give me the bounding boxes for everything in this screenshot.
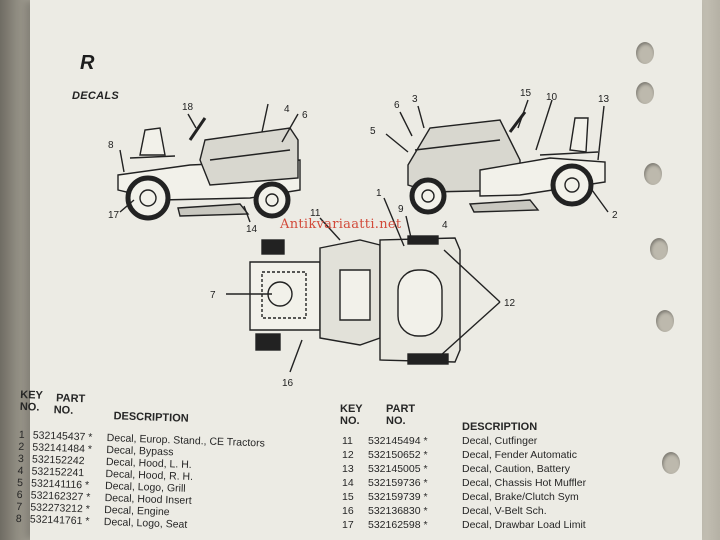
header-key-no: NO. <box>19 400 40 414</box>
callout-label: 6 <box>302 110 308 121</box>
section-letter: R <box>80 52 95 74</box>
key-cell: 16 <box>342 505 354 517</box>
key-cell: 17 <box>342 519 354 531</box>
header-key: KEY <box>340 403 363 415</box>
key-cell: 5 <box>16 476 24 490</box>
key-cell: 11 <box>342 435 353 447</box>
tractor-right-view <box>385 99 609 215</box>
part-cell: 532150652 * <box>368 449 428 461</box>
callout-label: 4 <box>284 104 290 115</box>
callout-label: 16 <box>282 378 294 389</box>
key-cell: 13 <box>342 463 354 475</box>
binder-hole <box>636 82 654 104</box>
part-cell: 532145005 * <box>368 463 428 475</box>
callout-label: 13 <box>598 94 610 105</box>
callout-label: 9 <box>398 204 404 215</box>
description-cell: Decal, Brake/Clutch Sym <box>462 491 579 503</box>
header-part: PART <box>386 403 416 415</box>
part-cell: 532162598 * <box>368 519 428 531</box>
callout-numbers: 18 4 6 8 17 14 6 3 15 10 13 5 2 1 9 11 4… <box>108 88 618 389</box>
description-cell: Decal, Drawbar Load Limit <box>462 519 586 531</box>
key-cell: 1 <box>18 428 25 442</box>
tractor-top-view <box>226 197 501 373</box>
section-title: DECALS <box>72 90 120 102</box>
binder-hole <box>656 310 674 332</box>
part-cell: 532141761 * <box>29 513 90 528</box>
header-key-no: NO. <box>340 415 360 427</box>
key-cell: 3 <box>17 452 25 466</box>
part-cell: 532159736 * <box>368 477 428 489</box>
binder-hole <box>662 452 680 474</box>
callout-label: 14 <box>246 224 258 235</box>
header-key: KEY <box>20 388 44 402</box>
key-cell: 12 <box>342 449 354 461</box>
header-description: DESCRIPTION <box>113 410 189 425</box>
binder-hole <box>644 163 662 185</box>
part-cell: 532159739 * <box>368 491 428 503</box>
watermark-text: Antikvariaatti.net <box>280 217 402 232</box>
callout-label: 7 <box>210 290 216 301</box>
description-cell: Decal, V-Belt Sch. <box>462 505 547 517</box>
callout-label: 1 <box>376 188 382 199</box>
key-cell: 14 <box>342 477 354 489</box>
key-cell: 6 <box>16 488 23 502</box>
key-cell: 15 <box>342 491 354 503</box>
callout-label: 3 <box>412 94 418 105</box>
header-part: PART <box>55 392 86 406</box>
description-cell: Decal, Cutfinger <box>462 435 538 447</box>
binder-hole <box>636 42 654 64</box>
callout-label: 4 <box>442 220 448 231</box>
tractor-left-view <box>117 103 301 223</box>
header-description: DESCRIPTION <box>462 421 538 433</box>
callout-label: 11 <box>310 208 321 219</box>
description-cell: Decal, Chassis Hot Muffler <box>462 477 587 489</box>
description-cell: Decal, Fender Automatic <box>462 449 577 461</box>
callout-label: 17 <box>108 210 120 221</box>
callout-label: 15 <box>520 88 532 99</box>
part-cell: 532136830 * <box>368 505 428 517</box>
key-cell: 8 <box>15 512 22 526</box>
description-cell: Decal, Caution, Battery <box>462 463 570 475</box>
header-part-no: NO. <box>53 404 74 417</box>
header-part-no: NO. <box>386 415 406 427</box>
key-cell: 4 <box>17 464 24 478</box>
binder-hole <box>650 238 668 260</box>
part-cell: 532145494 * <box>368 435 428 447</box>
key-cell: 2 <box>18 440 25 454</box>
callout-label: 10 <box>546 92 558 103</box>
key-cell: 7 <box>16 500 23 514</box>
callout-label: 8 <box>108 140 114 151</box>
callout-label: 6 <box>394 100 400 111</box>
callout-label: 12 <box>504 298 516 309</box>
callout-label: 18 <box>182 102 194 113</box>
callout-label: 5 <box>370 126 376 137</box>
callout-label: 2 <box>612 210 618 221</box>
